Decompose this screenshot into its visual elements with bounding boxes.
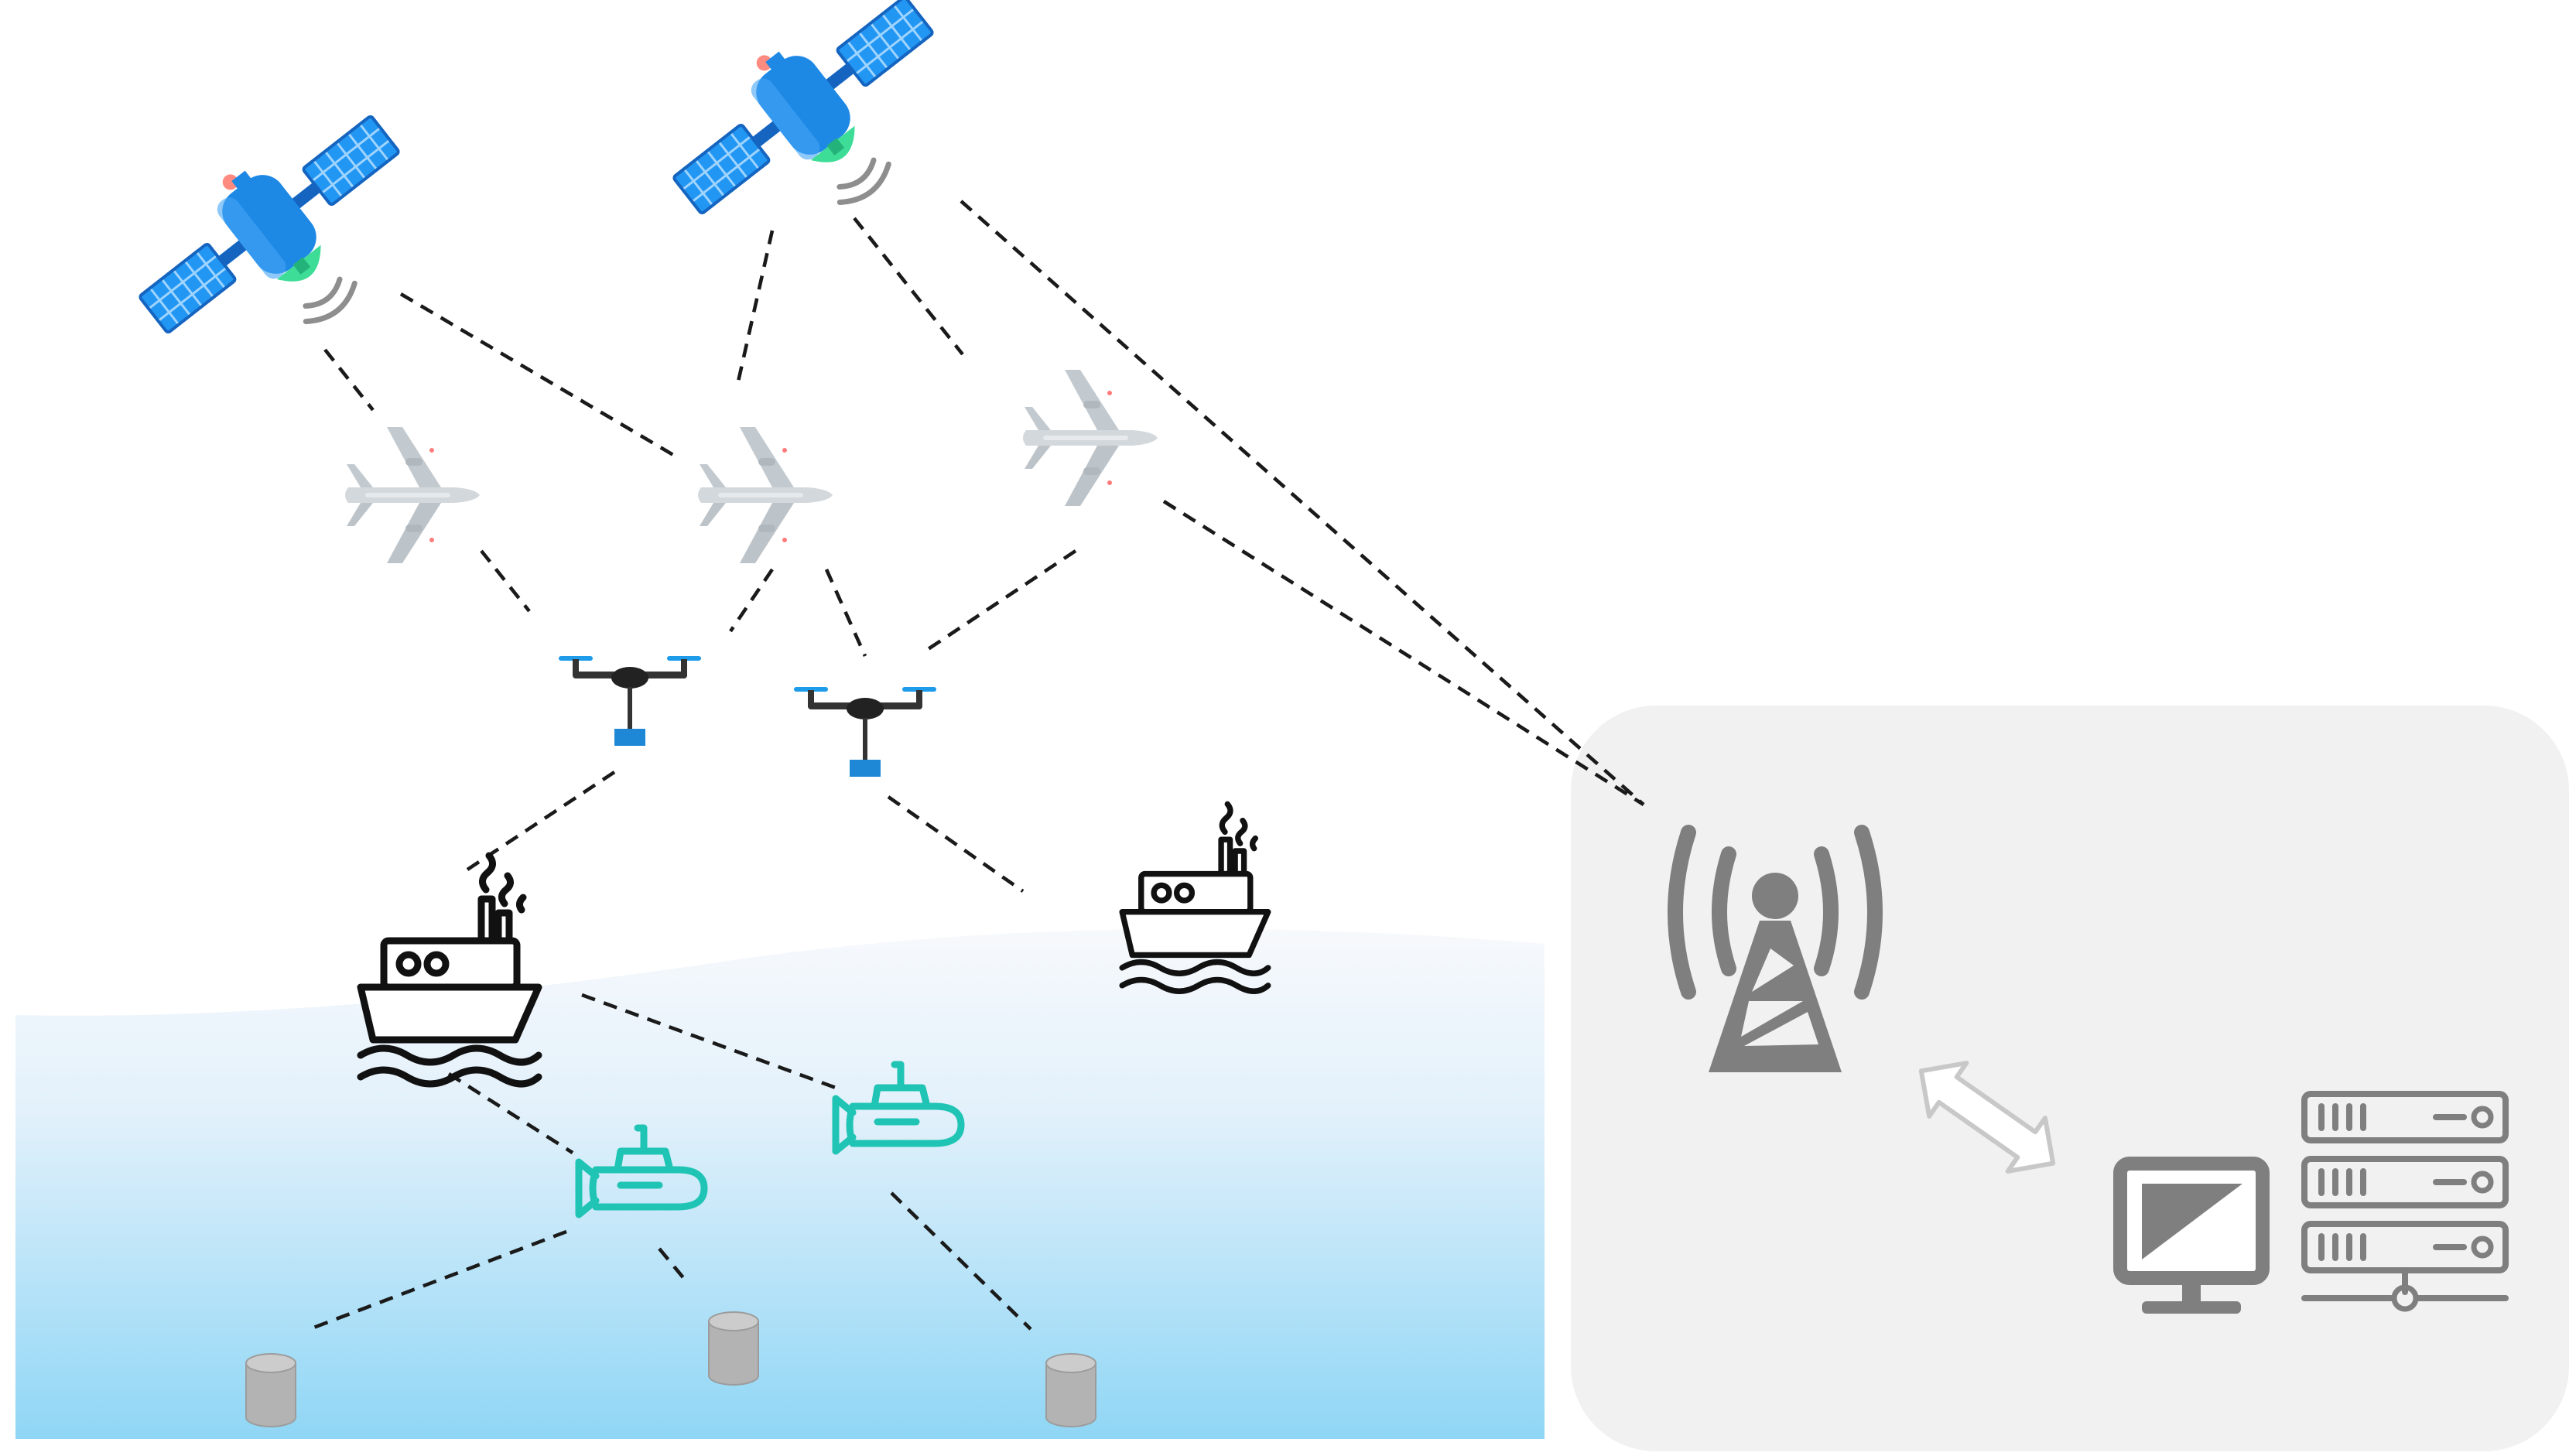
airplane-icon [1023, 370, 1158, 506]
link-sub2-buoy3 [890, 1191, 1032, 1331]
airplane-icon [698, 427, 833, 563]
radio-tower-icon [1668, 825, 1883, 1072]
cylinder-sensor-icon [708, 1311, 759, 1386]
ground-station-panel [1571, 706, 2569, 1451]
link-lines [309, 200, 1645, 1331]
cylinder-sensor-icon [1045, 1353, 1096, 1427]
link-sat2-tower [960, 200, 1645, 806]
link-plane3-uav2 [925, 549, 1077, 651]
link-plane3-tower [1162, 500, 1645, 806]
link-ship1-sub1 [447, 1072, 574, 1154]
server-rack-icon [2301, 1091, 2509, 1312]
ocean-region [15, 928, 1545, 1439]
link-plane1-uav1 [480, 549, 531, 613]
link-sat2-plane3 [853, 217, 964, 356]
drone-icon [794, 687, 936, 777]
link-sat2-plane2 [734, 230, 775, 389]
link-sub1-buoy2 [658, 1247, 690, 1286]
double-arrow-icon [1918, 1061, 2056, 1174]
satellite-icon [114, 83, 453, 402]
monitor-icon [2113, 1157, 2270, 1314]
satellite-icon [648, 0, 987, 282]
drone-icon [559, 656, 701, 746]
link-sat1-plane1 [323, 348, 375, 412]
airplane-icon [345, 427, 480, 563]
link-plane2-uav2 [824, 569, 867, 657]
link-uav2-ship2 [887, 795, 1025, 893]
link-sat1-plane2 [399, 292, 675, 456]
link-plane2-uav1 [729, 568, 774, 633]
link-uav1-ship1 [466, 771, 616, 871]
cylinder-sensor-icon [245, 1353, 296, 1427]
